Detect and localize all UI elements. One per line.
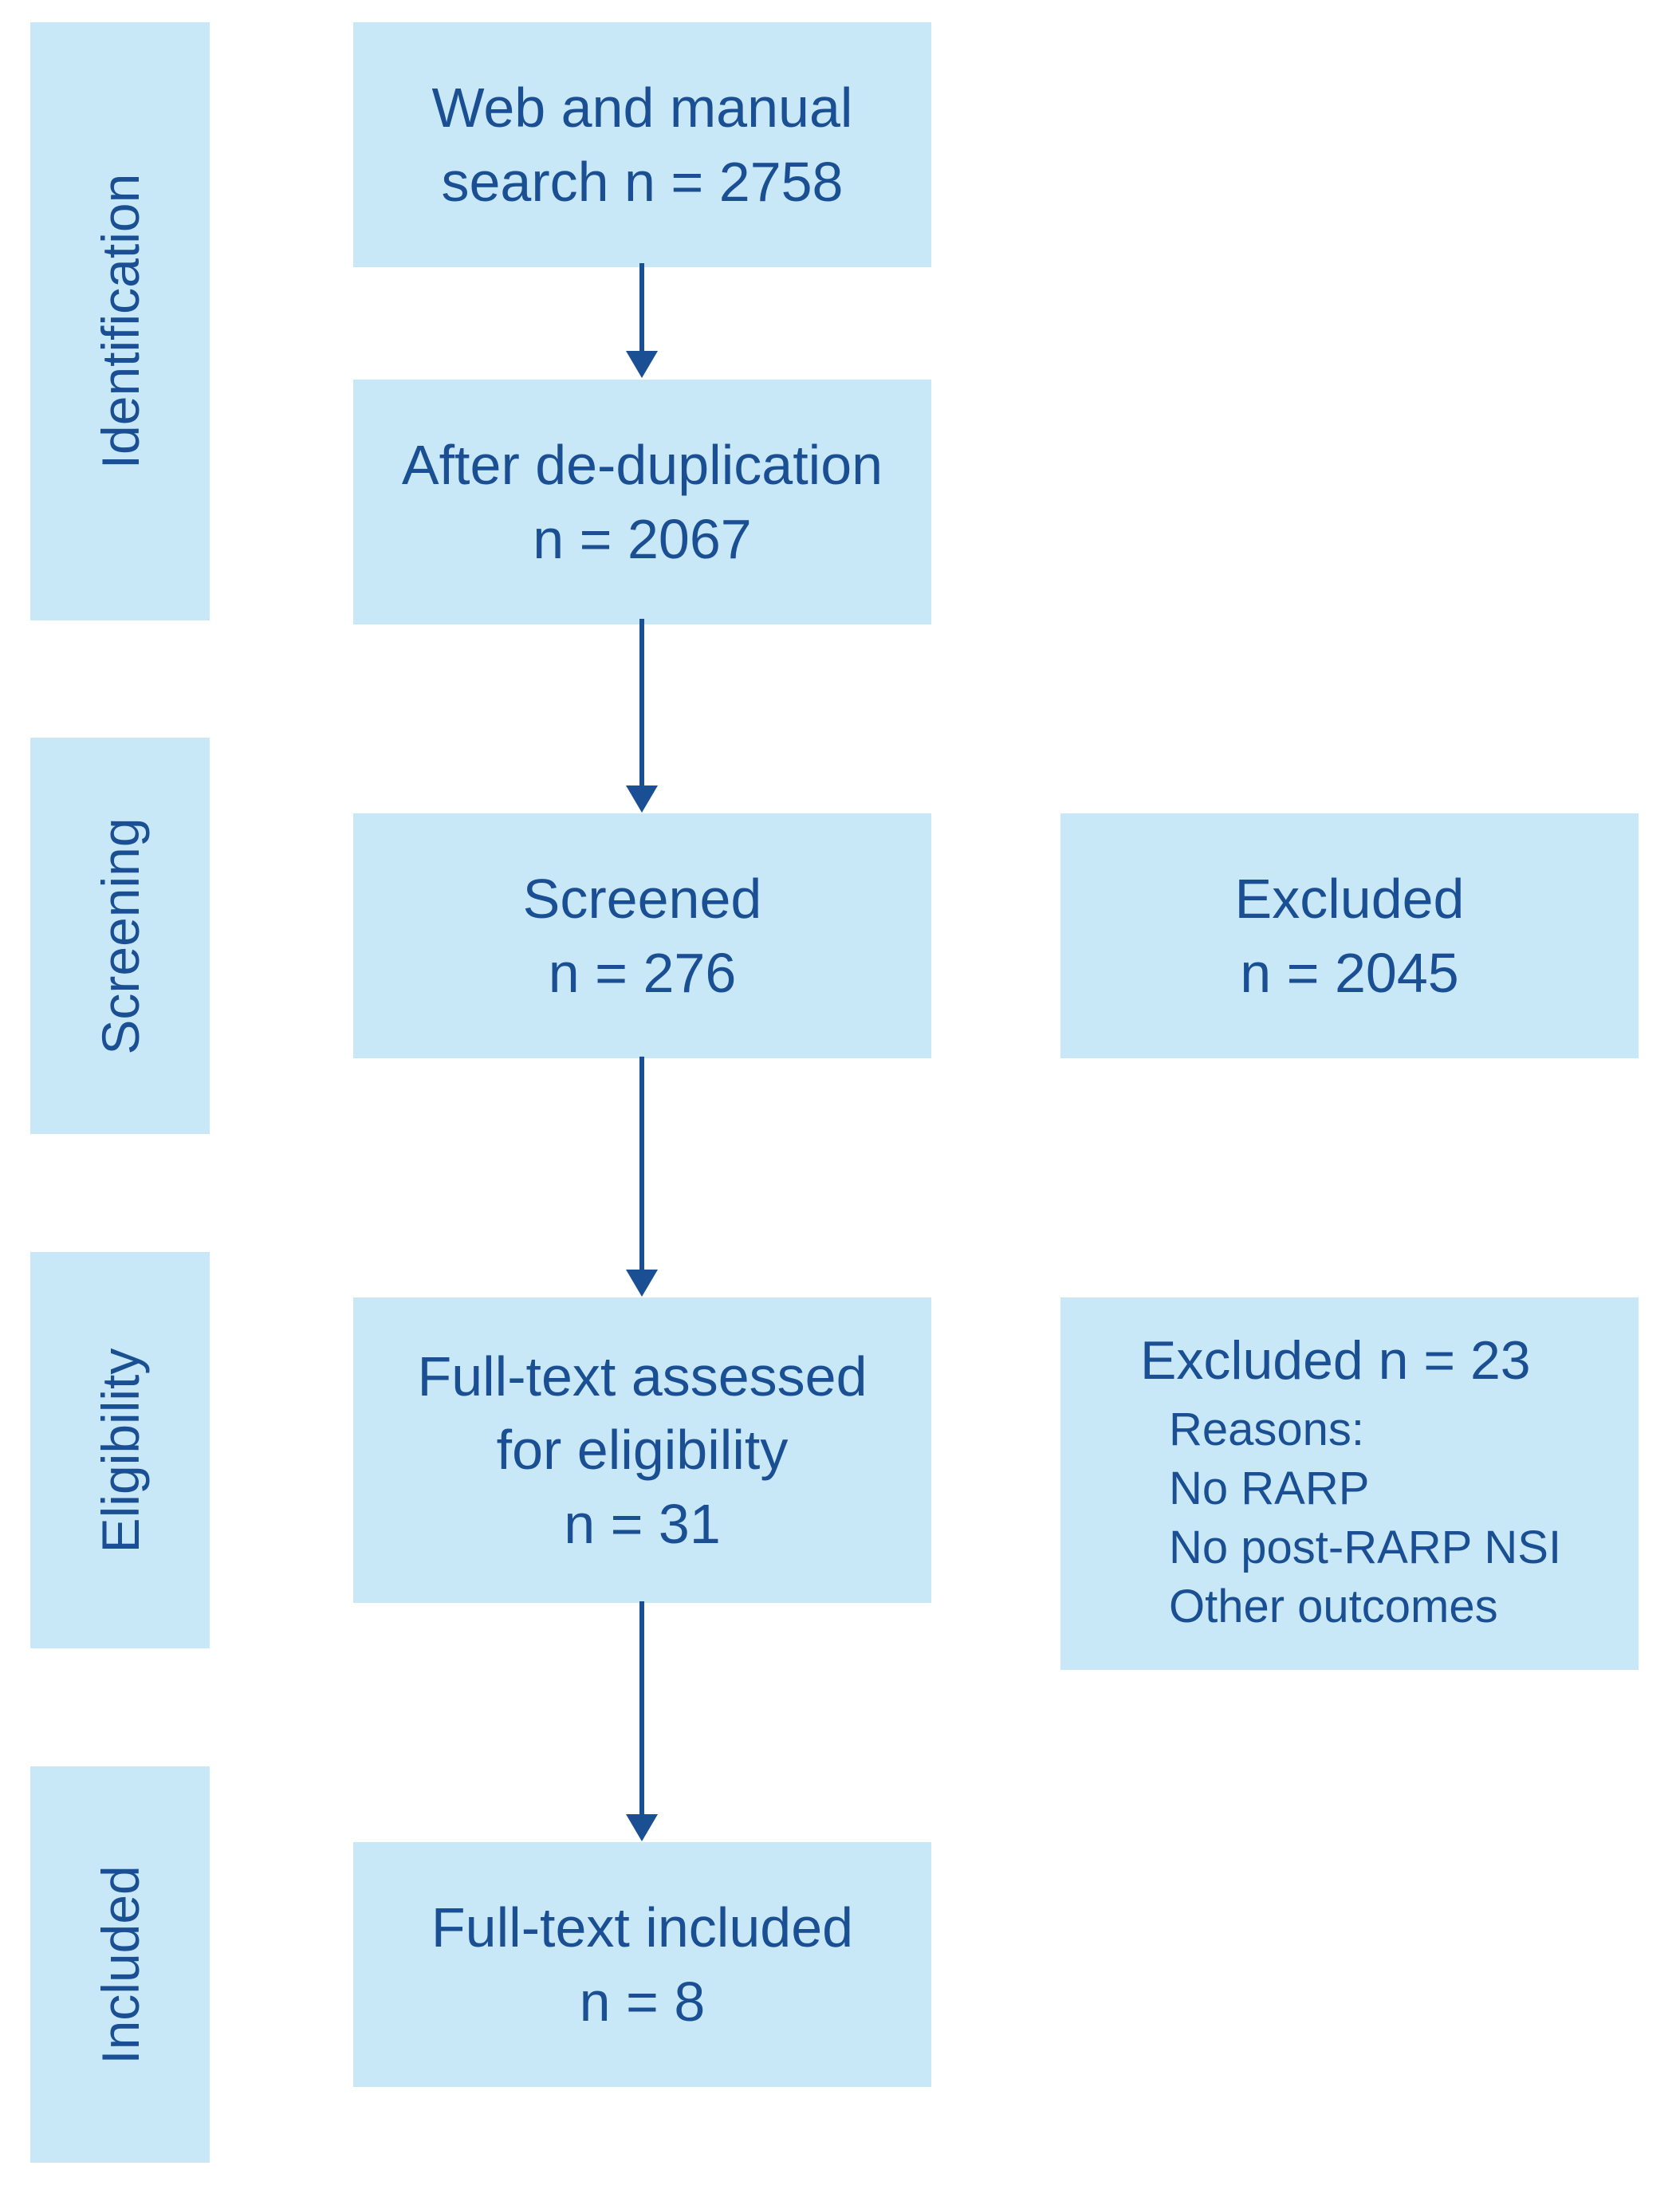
- reason-item-no-post-rarp-nsi: No post-RARP NSI: [1169, 1522, 1562, 1574]
- box-excluded-screening: Excluded n = 2045: [1060, 813, 1639, 1058]
- box-dedup-line2: n = 2067: [533, 507, 752, 570]
- box-screened-line1: Screened: [522, 868, 762, 931]
- excluded-eligibility-content: Excluded n = 23 Reasons: No RARP No post…: [1140, 1329, 1561, 1637]
- reason-item-other-outcomes: Other outcomes: [1169, 1581, 1498, 1633]
- reason-item-no-rarp: No RARP: [1169, 1462, 1370, 1514]
- box-screened: Screened n = 276: [353, 813, 931, 1058]
- box-dedup: After de-duplication n = 2067: [353, 380, 931, 624]
- arrowhead-dedup-to-screened: [626, 785, 658, 813]
- box-excluded-eligibility: [1060, 1297, 1639, 1670]
- box-included-line1: Full-text included: [431, 1896, 854, 1959]
- arrowhead-assessed-to-included: [626, 1814, 658, 1841]
- arrowhead-search-to-dedup: [626, 351, 658, 378]
- stage-label-included: Included: [90, 1864, 150, 2065]
- stage-panel-screening: Screening: [30, 738, 210, 1134]
- box-search: Web and manual search n = 2758: [353, 22, 931, 267]
- box-search-line1: Web and manual: [431, 77, 853, 140]
- box-included: Full-text included n = 8: [353, 1842, 931, 2087]
- box-search-line2: search n = 2758: [441, 150, 844, 213]
- box-screened-line2: n = 276: [548, 941, 737, 1004]
- stage-panel-included: Included: [30, 1766, 210, 2163]
- stage-label-eligibility: Eligibility: [90, 1348, 150, 1553]
- box-excluded-screening-line2: n = 2045: [1240, 941, 1459, 1004]
- box-dedup-line1: After de-duplication: [401, 434, 883, 497]
- stage-label-identification: Identification: [90, 173, 150, 470]
- box-fulltext-assessed-line1: Full-text assessed: [417, 1345, 868, 1408]
- box-fulltext-assessed-line2: for eligibility: [496, 1419, 789, 1482]
- stage-label-screening: Screening: [90, 817, 150, 1055]
- box-excluded-screening-line1: Excluded: [1234, 868, 1465, 931]
- reasons-label: Reasons:: [1169, 1403, 1365, 1455]
- box-included-line2: n = 8: [579, 1970, 706, 2033]
- excluded-eligibility-title: Excluded n = 23: [1140, 1330, 1531, 1391]
- stage-panel-identification: Identification: [30, 22, 210, 620]
- box-fulltext-assessed-line3: n = 31: [564, 1492, 721, 1555]
- box-fulltext-assessed: Full-text assessed for eligibility n = 3…: [353, 1297, 931, 1603]
- stage-panel-eligibility: Eligibility: [30, 1252, 210, 1648]
- arrowhead-screened-to-assessed: [626, 1270, 658, 1297]
